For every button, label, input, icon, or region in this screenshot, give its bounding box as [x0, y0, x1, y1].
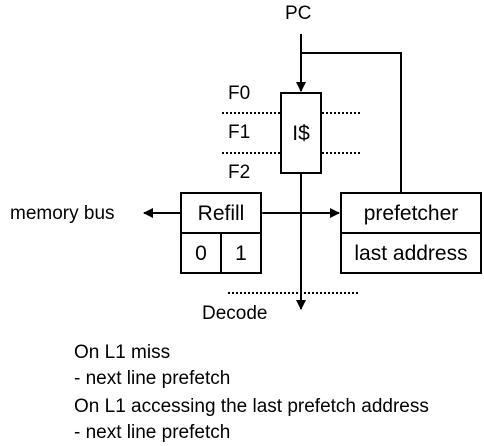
refill-slot-0-label: 0: [195, 241, 207, 265]
note-line-1: On L1 miss: [74, 342, 171, 363]
icache-box: [280, 92, 322, 174]
stage-f2-label: F2: [228, 162, 251, 183]
stage-f0-label: F0: [228, 83, 251, 104]
last-address-box: [340, 232, 482, 274]
prefetcher-label: prefetcher: [363, 201, 459, 225]
decode-label: Decode: [202, 303, 268, 324]
refill-label: Refill: [197, 201, 245, 225]
icache-label: I$: [292, 121, 310, 145]
note-line-4: - next line prefetch: [74, 422, 231, 443]
note-line-2: - next line prefetch: [74, 368, 231, 389]
last-address-label: last address: [354, 241, 468, 265]
prefetcher-feedback-line: [301, 52, 402, 193]
note-line-3: On L1 accessing the last prefetch addres…: [74, 396, 429, 417]
refill-slot-1-box: [220, 232, 262, 274]
stage-f1-label: F1: [228, 122, 251, 143]
pc-label: PC: [285, 3, 312, 24]
memory-bus-label: memory bus: [10, 203, 115, 224]
refill-slot-1-label: 1: [235, 241, 247, 265]
